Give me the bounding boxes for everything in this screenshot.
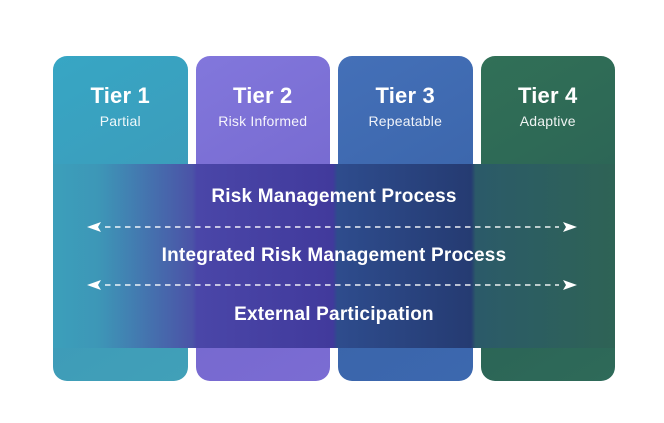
- band-label-external-participation: External Participation: [234, 304, 434, 325]
- tier-2-subtitle: Risk Informed: [218, 113, 308, 129]
- bidirectional-dashed-arrow-icon: [87, 280, 577, 290]
- tier-3-subtitle: Repeatable: [368, 113, 443, 129]
- bidirectional-dashed-arrow-icon: [87, 222, 577, 232]
- tier-1-title: Tier 1: [90, 83, 150, 108]
- process-overlay-band: Risk Management Process Integrated Risk …: [53, 164, 615, 348]
- tier-4-subtitle: Adaptive: [519, 113, 576, 129]
- band-label-integrated-risk-management-process: Integrated Risk Management Process: [161, 245, 507, 266]
- tier-2-title: Tier 2: [233, 83, 293, 108]
- tier-4-title: Tier 4: [518, 83, 578, 108]
- band-label-risk-management-process: Risk Management Process: [211, 186, 457, 207]
- tier-3-title: Tier 3: [375, 83, 435, 108]
- tier-1-subtitle: Partial: [99, 113, 141, 129]
